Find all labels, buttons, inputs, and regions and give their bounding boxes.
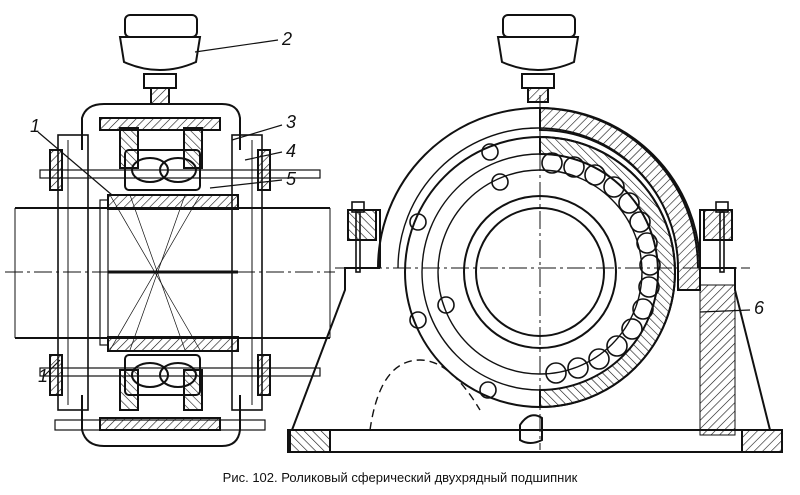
section-view <box>5 14 335 447</box>
callout-1: 1 <box>30 116 40 136</box>
grease-cup-front <box>496 14 580 103</box>
adapter-sleeve <box>107 194 239 352</box>
callout-leaders <box>37 39 751 377</box>
front-view <box>287 14 783 453</box>
grease-cup <box>118 14 202 105</box>
figure-caption: Рис. 102. Роликовый сферический двухрядн… <box>222 470 578 485</box>
callout-2: 2 <box>281 29 292 49</box>
bolts-left-view <box>39 169 321 431</box>
callout-4: 4 <box>286 141 296 161</box>
callout-5: 5 <box>286 169 297 189</box>
callout-labels: 1 1 2 3 4 5 6 <box>30 29 765 386</box>
side-covers <box>49 134 271 411</box>
housing-hatched-half <box>539 106 701 291</box>
callout-3: 3 <box>286 112 296 132</box>
callout-6: 6 <box>754 298 765 318</box>
cover-bolts <box>409 143 509 399</box>
pedestal <box>287 209 783 453</box>
callout-1-bottom: 1 <box>38 366 48 386</box>
rollers <box>541 152 661 384</box>
anchor-bolts <box>351 201 729 273</box>
construction-lines <box>109 194 201 351</box>
